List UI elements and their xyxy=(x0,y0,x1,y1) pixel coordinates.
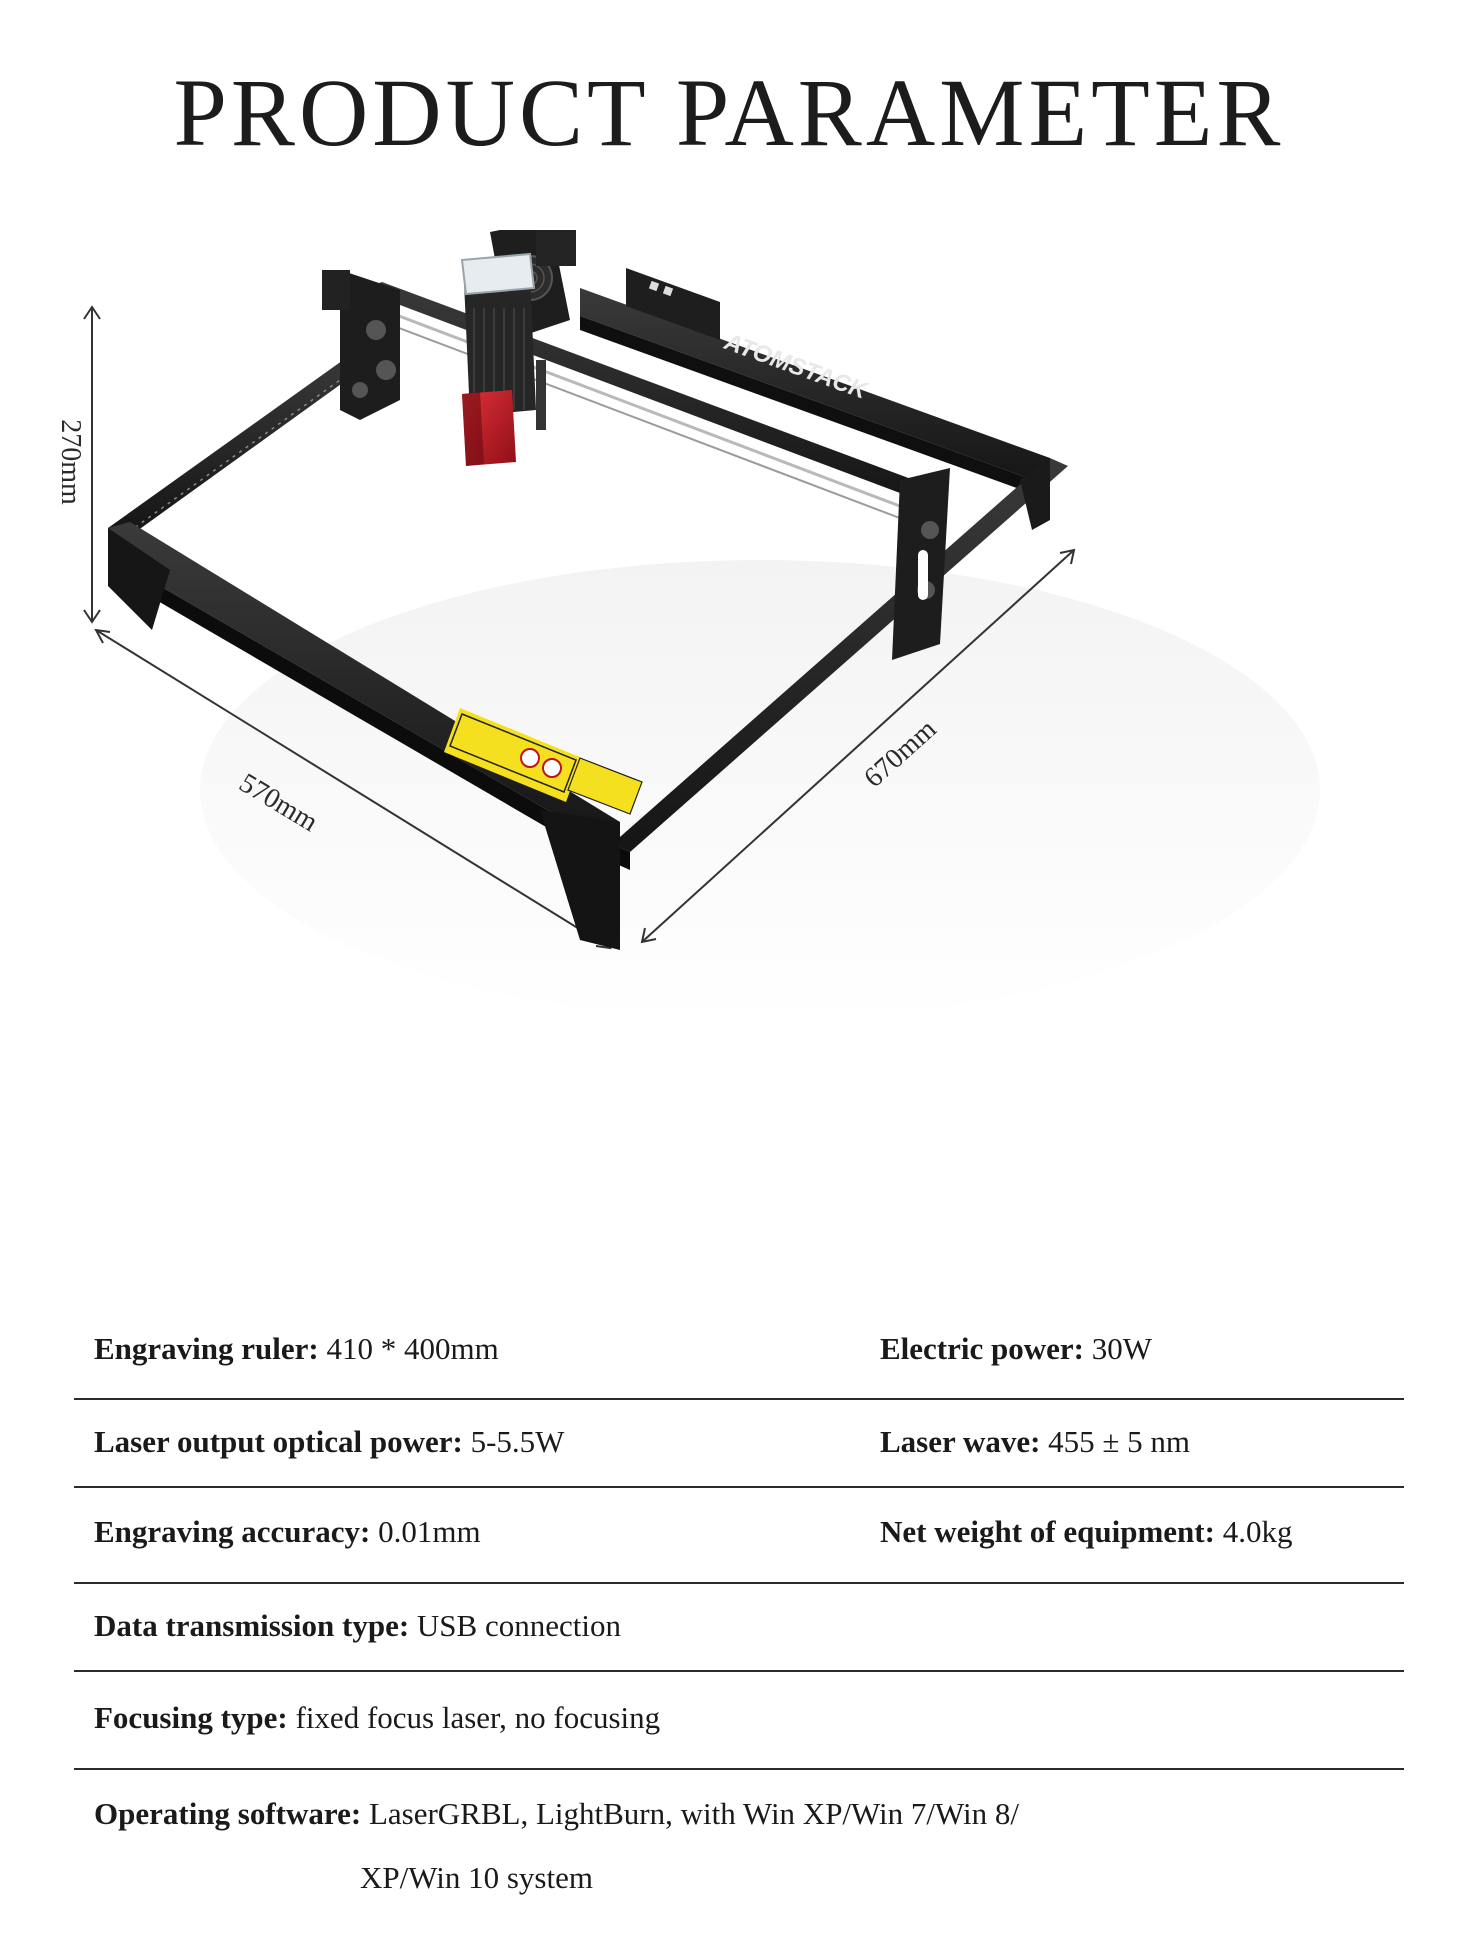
spec-label: Data transmission type: xyxy=(94,1608,410,1643)
spec-operating-software: Operating software: LaserGRBL, LightBurn… xyxy=(94,1794,1019,1834)
spec-electric-power: Electric power: 30W xyxy=(880,1329,1152,1369)
spec-laser-output-power: Laser output optical power: 5-5.5W xyxy=(94,1422,564,1462)
spec-row-1: Engraving ruler: 410 * 400mm Electric po… xyxy=(74,1300,1404,1400)
product-illustration: 270mm 570mm 670mm ATOMSTACK xyxy=(60,230,1400,1230)
spec-laser-wave: Laser wave: 455 ± 5 nm xyxy=(880,1422,1190,1462)
dimension-height: 270mm xyxy=(60,305,101,624)
dimension-height-label: 270mm xyxy=(60,419,86,505)
page-title: PRODUCT PARAMETER xyxy=(173,59,1285,166)
floor-shadow xyxy=(200,560,1320,1020)
laser-module xyxy=(460,230,576,466)
spec-value: 410 * 400mm xyxy=(318,1331,499,1366)
spec-label: Focusing type: xyxy=(94,1700,288,1735)
spec-data-transmission: Data transmission type: USB connection xyxy=(94,1606,621,1646)
spec-label: Engraving ruler: xyxy=(94,1331,319,1366)
spec-row-2: Laser output optical power: 5-5.5W Laser… xyxy=(74,1400,1404,1488)
spec-engraving-accuracy: Engraving accuracy: 0.01mm xyxy=(94,1512,481,1552)
spec-label: Electric power: xyxy=(880,1331,1084,1366)
spec-row-3: Engraving accuracy: 0.01mm Net weight of… xyxy=(74,1488,1404,1584)
spec-value: 5-5.5W xyxy=(462,1424,565,1459)
spec-operating-software-line2: XP/Win 10 system xyxy=(360,1860,593,1895)
spec-row-4: Data transmission type: USB connection xyxy=(74,1584,1404,1672)
spec-value: LaserGRBL, LightBurn, with Win XP/Win 7/… xyxy=(361,1796,1020,1831)
laser-engraver-drawing: 270mm 570mm 670mm ATOMSTACK xyxy=(60,230,1320,1020)
warning-label xyxy=(444,708,643,815)
spec-value: 0.01mm xyxy=(370,1514,481,1549)
gantry-right-plate xyxy=(892,468,950,660)
spec-row-6: Operating software: LaserGRBL, LightBurn… xyxy=(74,1770,1404,1920)
gantry-left-plate xyxy=(322,270,400,420)
spec-label: Net weight of equipment: xyxy=(880,1514,1215,1549)
spec-row-5: Focusing type: fixed focus laser, no foc… xyxy=(74,1672,1404,1770)
spec-label: Engraving accuracy: xyxy=(94,1514,371,1549)
spec-engraving-ruler: Engraving ruler: 410 * 400mm xyxy=(94,1329,499,1369)
specs-table: Engraving ruler: 410 * 400mm Electric po… xyxy=(74,1300,1404,1920)
spec-net-weight: Net weight of equipment: 4.0kg xyxy=(880,1512,1292,1552)
spec-value: 4.0kg xyxy=(1214,1514,1293,1549)
spec-focusing-type: Focusing type: fixed focus laser, no foc… xyxy=(94,1698,660,1738)
spec-value: 455 ± 5 nm xyxy=(1040,1424,1191,1459)
spec-value: fixed focus laser, no focusing xyxy=(287,1700,661,1735)
spec-label: Laser wave: xyxy=(880,1424,1041,1459)
spec-label: Laser output optical power: xyxy=(94,1424,463,1459)
spec-value: 30W xyxy=(1083,1331,1152,1366)
spec-label: Operating software: xyxy=(94,1796,362,1831)
left-rail xyxy=(108,348,380,536)
spec-value: USB connection xyxy=(409,1608,621,1643)
